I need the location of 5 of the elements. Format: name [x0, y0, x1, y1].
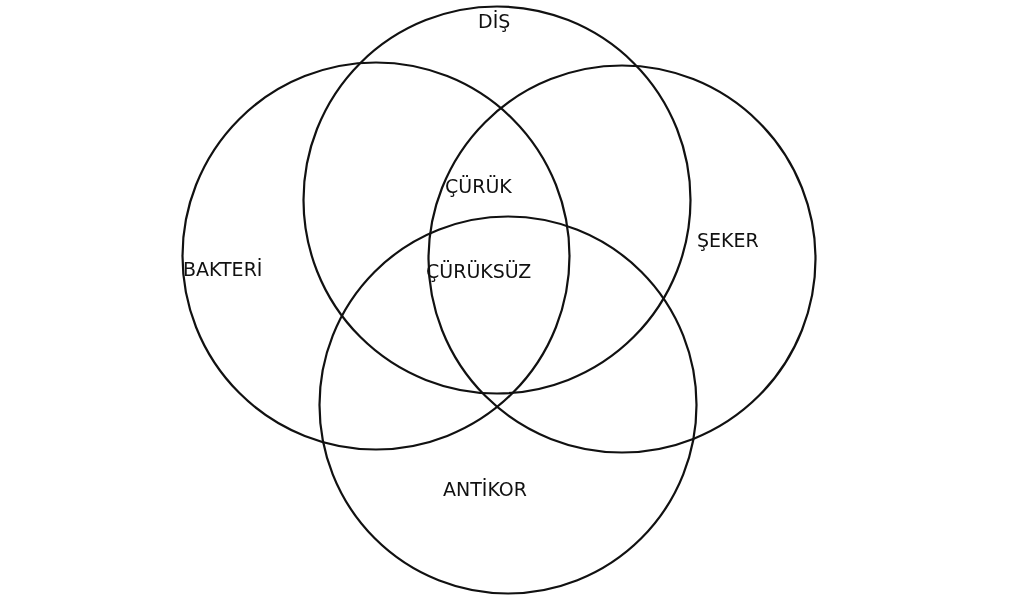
set-label: BAKTERİ [183, 260, 263, 279]
set-label: ANTİKOR [443, 480, 527, 499]
region-label: ÇÜRÜK [445, 177, 512, 196]
set-label: ŞEKER [697, 231, 759, 250]
set-label: DİŞ [478, 12, 511, 31]
